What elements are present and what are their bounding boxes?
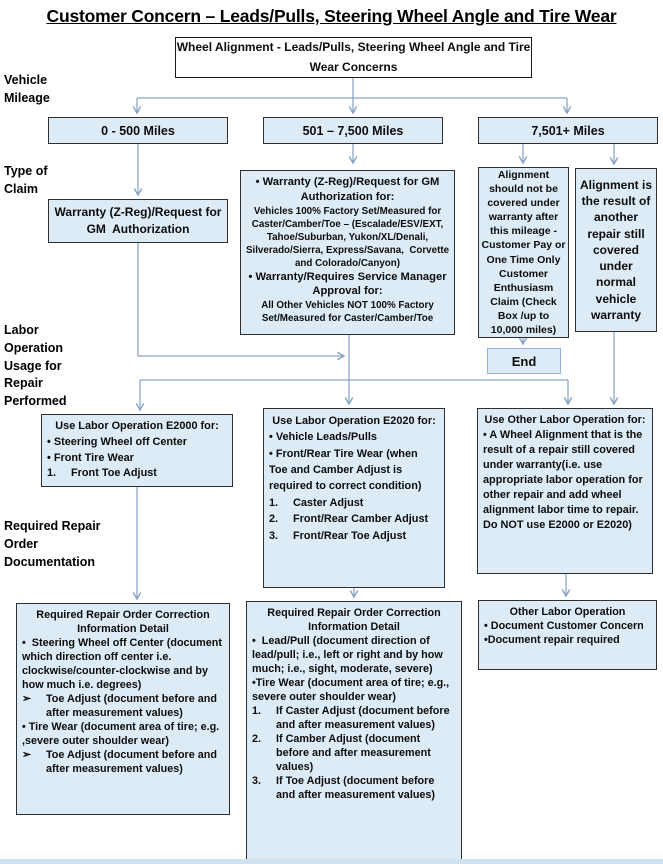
list-item: • A Wheel Alignment that is the result o… bbox=[483, 428, 647, 533]
doc-mid-heading: Required Repair Order Correction Informa… bbox=[267, 607, 444, 634]
node-text: Warranty (Z-Reg)/Request for GM Authoriz… bbox=[54, 204, 225, 236]
list-text: • Document Customer Concern bbox=[484, 620, 644, 633]
list-text: Front/Rear Camber Adjust bbox=[293, 513, 429, 526]
list-text: • Lead/Pull (document direction of lead/… bbox=[252, 635, 446, 676]
node-labor-other: Use Other Labor Operation for: • A Wheel… bbox=[477, 408, 653, 574]
node-doc-detail-left: Required Repair Order Correction Informa… bbox=[16, 603, 230, 815]
list-item: ➢ Toe Adjust (document before and after m… bbox=[22, 692, 224, 720]
node-text: Alignment is the result of another repai… bbox=[579, 177, 656, 323]
list-text: If Toe Adjust (document before and after… bbox=[276, 775, 438, 802]
list-text: If Caster Adjust (document before and af… bbox=[276, 705, 453, 732]
list-text: • Front/Rear Tire Wear (when Toe and Cam… bbox=[269, 447, 422, 493]
claim-mid-heading-2: • Warranty/Requires Service Manager Appr… bbox=[248, 270, 450, 298]
list-item: • Steering Wheel off Center bbox=[47, 435, 227, 451]
list-marker: ➢ bbox=[22, 693, 32, 706]
node-doc-other-labor: Other Labor Operation • Document Custome… bbox=[478, 600, 657, 670]
list-text: •Document repair required bbox=[484, 634, 620, 647]
list-item: •Document repair required bbox=[484, 633, 651, 647]
claim-mid-body-1: Vehicles 100% Factory Set/Measured for C… bbox=[245, 205, 452, 269]
labor-other-heading: Use Other Labor Operation for: bbox=[484, 414, 646, 426]
list-text: • Front Tire Wear bbox=[47, 451, 134, 464]
list-marker: 3. bbox=[269, 529, 279, 542]
list-item: 1. If Caster Adjust (document before and … bbox=[252, 704, 456, 732]
list-text: Front/Rear Toe Adjust bbox=[293, 529, 407, 542]
node-alignment-result-other-repair: Alignment is the result of another repai… bbox=[575, 168, 657, 332]
list-item: • Steering Wheel off Center (document wh… bbox=[22, 636, 224, 692]
list-marker: 3. bbox=[252, 775, 262, 788]
list-item: 1. Caster Adjust bbox=[269, 495, 439, 511]
node-text: 501 – 7,500 Miles bbox=[302, 123, 404, 138]
list-item: •Tire Wear (document area of tire; e.g.,… bbox=[252, 676, 456, 704]
node-text: 7,501+ Miles bbox=[531, 123, 605, 138]
node-text: Wheel Alignment - Leads/Pulls, Steering … bbox=[176, 40, 531, 74]
node-wheel-alignment-concerns: Wheel Alignment - Leads/Pulls, Steering … bbox=[175, 37, 532, 78]
list-item: 1. Front Toe Adjust bbox=[47, 466, 227, 482]
list-marker: 2. bbox=[252, 733, 262, 746]
claim-mid-body-2: All Other Vehicles NOT 100% Factory Set/… bbox=[261, 300, 437, 325]
list-marker: ➢ bbox=[22, 749, 32, 762]
list-marker: 1. bbox=[269, 496, 279, 509]
list-item: • Document Customer Concern bbox=[484, 619, 651, 633]
list-item: • Tire Wear (document area of tire; e.g.… bbox=[22, 720, 224, 748]
node-mileage-501-7500: 501 – 7,500 Miles bbox=[263, 117, 443, 144]
node-warranty-authorization-detail: • Warranty (Z-Reg)/Request for GM Author… bbox=[240, 170, 455, 335]
row-label-required-documentation: Required Repair Order Documentation bbox=[4, 519, 101, 569]
node-mileage-7501-plus: 7,501+ Miles bbox=[478, 117, 658, 144]
node-text: 0 - 500 Miles bbox=[101, 123, 175, 138]
list-text: •Tire Wear (document area of tire; e.g.,… bbox=[252, 677, 453, 704]
node-text: Alignment should not be covered under wa… bbox=[481, 169, 572, 336]
list-item: • Lead/Pull (document direction of lead/… bbox=[252, 634, 456, 676]
list-text: • Vehicle Leads/Pulls bbox=[269, 431, 377, 444]
list-text: Front Toe Adjust bbox=[71, 467, 157, 480]
list-item: 2. If Camber Adjust (document before and … bbox=[252, 732, 456, 774]
node-labor-e2020: Use Labor Operation E2020 for: • Vehicle… bbox=[263, 408, 445, 588]
list-text: • Steering Wheel off Center (document wh… bbox=[22, 637, 225, 692]
list-item: • Front Tire Wear bbox=[47, 451, 227, 467]
list-marker: 2. bbox=[269, 513, 279, 526]
list-item: 2. Front/Rear Camber Adjust bbox=[269, 511, 439, 527]
doc-left-heading: Required Repair Order Correction Informa… bbox=[36, 609, 213, 636]
list-text: If Camber Adjust (document before and af… bbox=[276, 733, 434, 774]
list-item: • Vehicle Leads/Pulls bbox=[269, 429, 439, 445]
labor-e2020-heading: Use Labor Operation E2020 for: bbox=[272, 415, 436, 427]
claim-mid-heading-1: • Warranty (Z-Reg)/Request for GM Author… bbox=[255, 176, 443, 203]
list-item: 3. Front/Rear Toe Adjust bbox=[269, 528, 439, 544]
row-label-labor-operation: Labor Operation Usage for Repair Perform… bbox=[4, 323, 67, 408]
node-warranty-zreg-request: Warranty (Z-Reg)/Request for GM Authoriz… bbox=[48, 199, 228, 243]
list-text: Toe Adjust (document before and after me… bbox=[46, 749, 220, 776]
list-marker: 1. bbox=[47, 467, 57, 480]
node-labor-e2000: Use Labor Operation E2000 for: • Steerin… bbox=[41, 414, 233, 487]
list-text: Toe Adjust (document before and after me… bbox=[46, 693, 220, 720]
node-not-covered-customer-pay: Alignment should not be covered under wa… bbox=[478, 167, 569, 338]
bottom-edge-strip bbox=[0, 859, 663, 864]
list-item: ➢ Toe Adjust (document before and after m… bbox=[22, 748, 224, 776]
node-mileage-0-500: 0 - 500 Miles bbox=[48, 117, 228, 144]
row-label-type-of-claim: Type of Claim bbox=[4, 164, 48, 196]
list-text: • Steering Wheel off Center bbox=[47, 435, 187, 448]
list-marker: 1. bbox=[252, 705, 262, 718]
list-text: • Tire Wear (document area of tire; e.g.… bbox=[22, 721, 223, 748]
labor-e2000-heading: Use Labor Operation E2000 for: bbox=[55, 420, 219, 432]
end-label: End bbox=[511, 353, 537, 369]
list-text: Caster Adjust bbox=[293, 496, 364, 509]
node-doc-detail-mid: Required Repair Order Correction Informa… bbox=[246, 601, 462, 861]
doc-right-heading: Other Labor Operation bbox=[509, 606, 626, 618]
list-item: 3. If Toe Adjust (document before and aft… bbox=[252, 774, 456, 802]
page-title: Customer Concern – Leads/Pulls, Steering… bbox=[46, 6, 617, 26]
node-end: End bbox=[487, 348, 561, 374]
list-item: • Front/Rear Tire Wear (when Toe and Cam… bbox=[269, 446, 439, 495]
row-label-vehicle-mileage: Vehicle Mileage bbox=[4, 73, 50, 105]
list-text: • A Wheel Alignment that is the result o… bbox=[483, 428, 646, 531]
